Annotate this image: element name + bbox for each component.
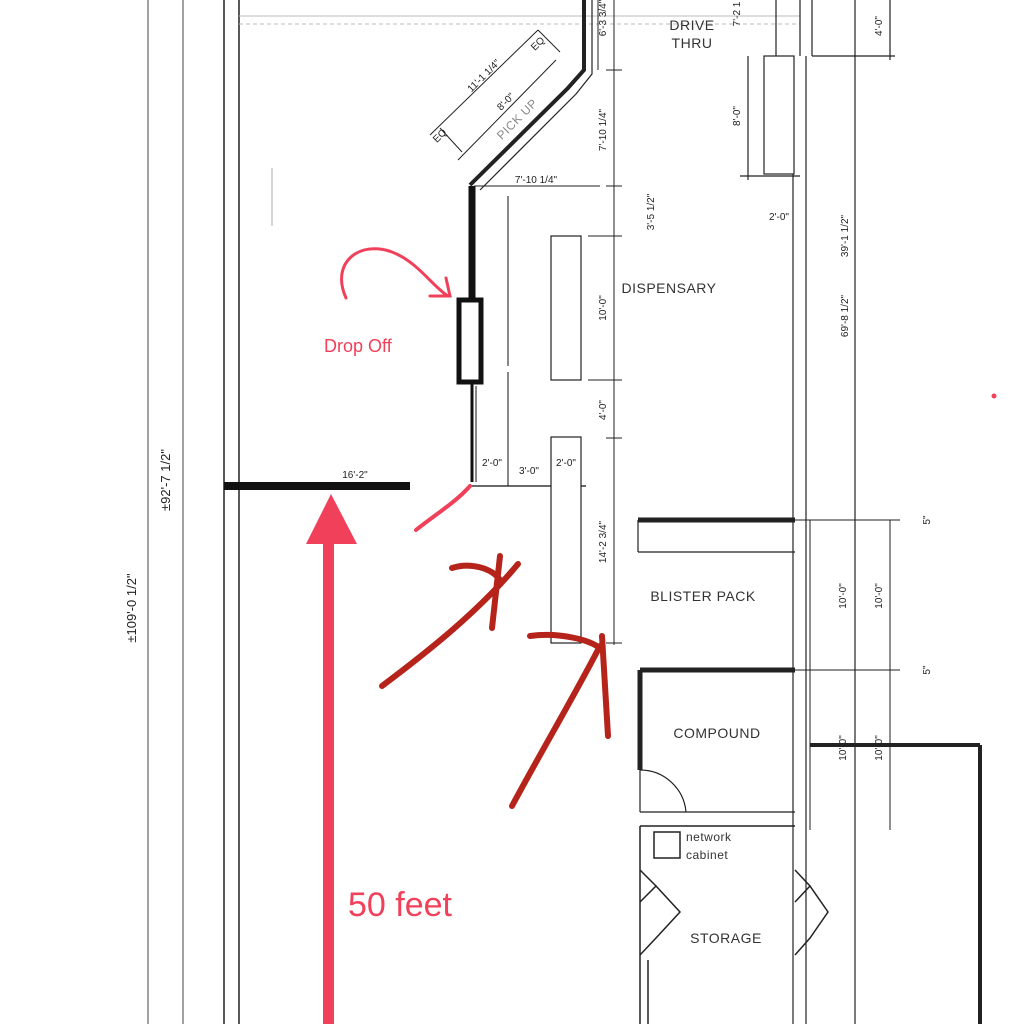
dispensary-fixtures: [550, 235, 582, 644]
dispensary-label: DISPENSARY: [622, 280, 717, 296]
right-7-2-dim: 7'-2 1: [732, 1, 743, 26]
v-7-10-dim: 7'-10 1/4": [598, 108, 609, 151]
fifty-feet-arrow: [306, 494, 357, 1024]
v-14-2-dim: 14'-2 3/4": [598, 520, 609, 563]
eq-bottom-dim: EQ: [431, 127, 449, 145]
drive-thru-label-2: THRU: [672, 35, 713, 51]
right-10-dim-a: 10'-0": [838, 583, 849, 609]
network-cabinet-label-1: network: [686, 830, 732, 844]
drive-thru-label-1: DRIVE: [669, 17, 714, 33]
entry-arc-mark: [414, 484, 472, 532]
pick-up-diagonal-dim: 11'-1 1/4": [466, 57, 503, 94]
drive-thru-lane-lines: [239, 15, 800, 25]
compound-walls: [639, 769, 795, 813]
right-2-dim: 2'-0": [769, 212, 789, 223]
right-10-dim-c: 10'-0": [838, 735, 849, 761]
dispensary-dim-chain: [474, 0, 622, 645]
h-3-dim: 3'-0": [519, 466, 539, 477]
h-7-10-dim: 7'-10 1/4": [515, 175, 558, 186]
right-69-dim: 69'-8 1/2": [840, 294, 851, 337]
dark-red-arrows: [379, 553, 611, 809]
pick-up-counter: [429, 0, 593, 191]
storage-walls: [639, 825, 829, 1024]
fifty-feet-label: 50 feet: [348, 886, 453, 924]
pick-up-8-dim: 8'-0": [495, 91, 517, 113]
h-2-dim-b: 2'-0": [556, 458, 576, 469]
storage-label: STORAGE: [690, 930, 762, 946]
right-8-dim: 8'-0": [732, 106, 743, 126]
blister-pack-label: BLISTER PACK: [650, 588, 755, 604]
drop-off-wall: [456, 186, 586, 487]
red-dot-mark: [991, 393, 997, 399]
v-4-dim: 4'-0": [598, 400, 609, 420]
v-3-5-dim: 3'-5 1/2": [646, 193, 657, 230]
right-4-dim: 4'-0": [874, 16, 885, 36]
right-10-dim-d: 10'-0": [874, 735, 885, 761]
left-dimension-lines: [147, 0, 184, 1024]
right-structure: [740, 0, 895, 1024]
h-2-dim-a: 2'-0": [482, 458, 502, 469]
right-10-dim-b: 10'-0": [874, 583, 885, 609]
right-39-dim: 39'-1 1/2": [840, 214, 851, 257]
right-5-dim-b: 5": [922, 665, 933, 675]
blister-pack-walls: [637, 517, 982, 1024]
eq-top-dim: EQ: [529, 35, 547, 53]
overall-length-dimension: ±109'-0 1/2": [124, 573, 139, 643]
compound-label: COMPOUND: [673, 725, 760, 741]
inner-length-dimension-label: ±92'-7 1/2": [158, 449, 173, 511]
top-6-3-dim: 6'-3 3/4": [598, 0, 609, 36]
counter-dim: 16'-2": [342, 470, 368, 481]
drop-off-label: Drop Off: [324, 336, 393, 356]
right-5-dim-a: 5": [922, 515, 933, 525]
left-exterior-wall: [223, 0, 240, 1024]
network-cabinet-label-2: cabinet: [686, 848, 728, 862]
drop-off-arrow: [340, 247, 452, 300]
v-10-dim: 10'-0": [598, 295, 609, 321]
